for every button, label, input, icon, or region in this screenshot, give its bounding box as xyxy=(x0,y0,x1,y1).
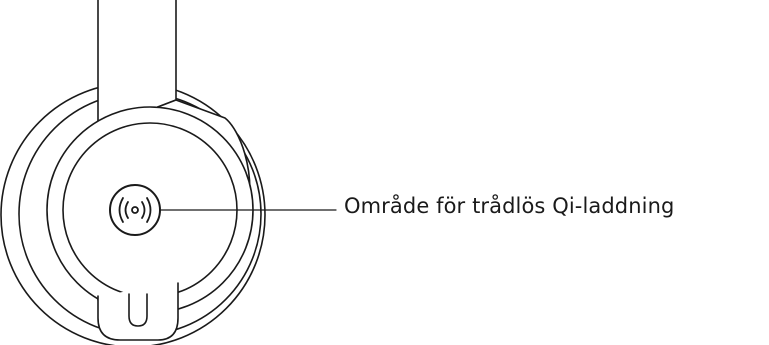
callout-label: Område för trådlös Qi-laddning xyxy=(344,194,675,218)
bottom-tab xyxy=(97,282,179,341)
